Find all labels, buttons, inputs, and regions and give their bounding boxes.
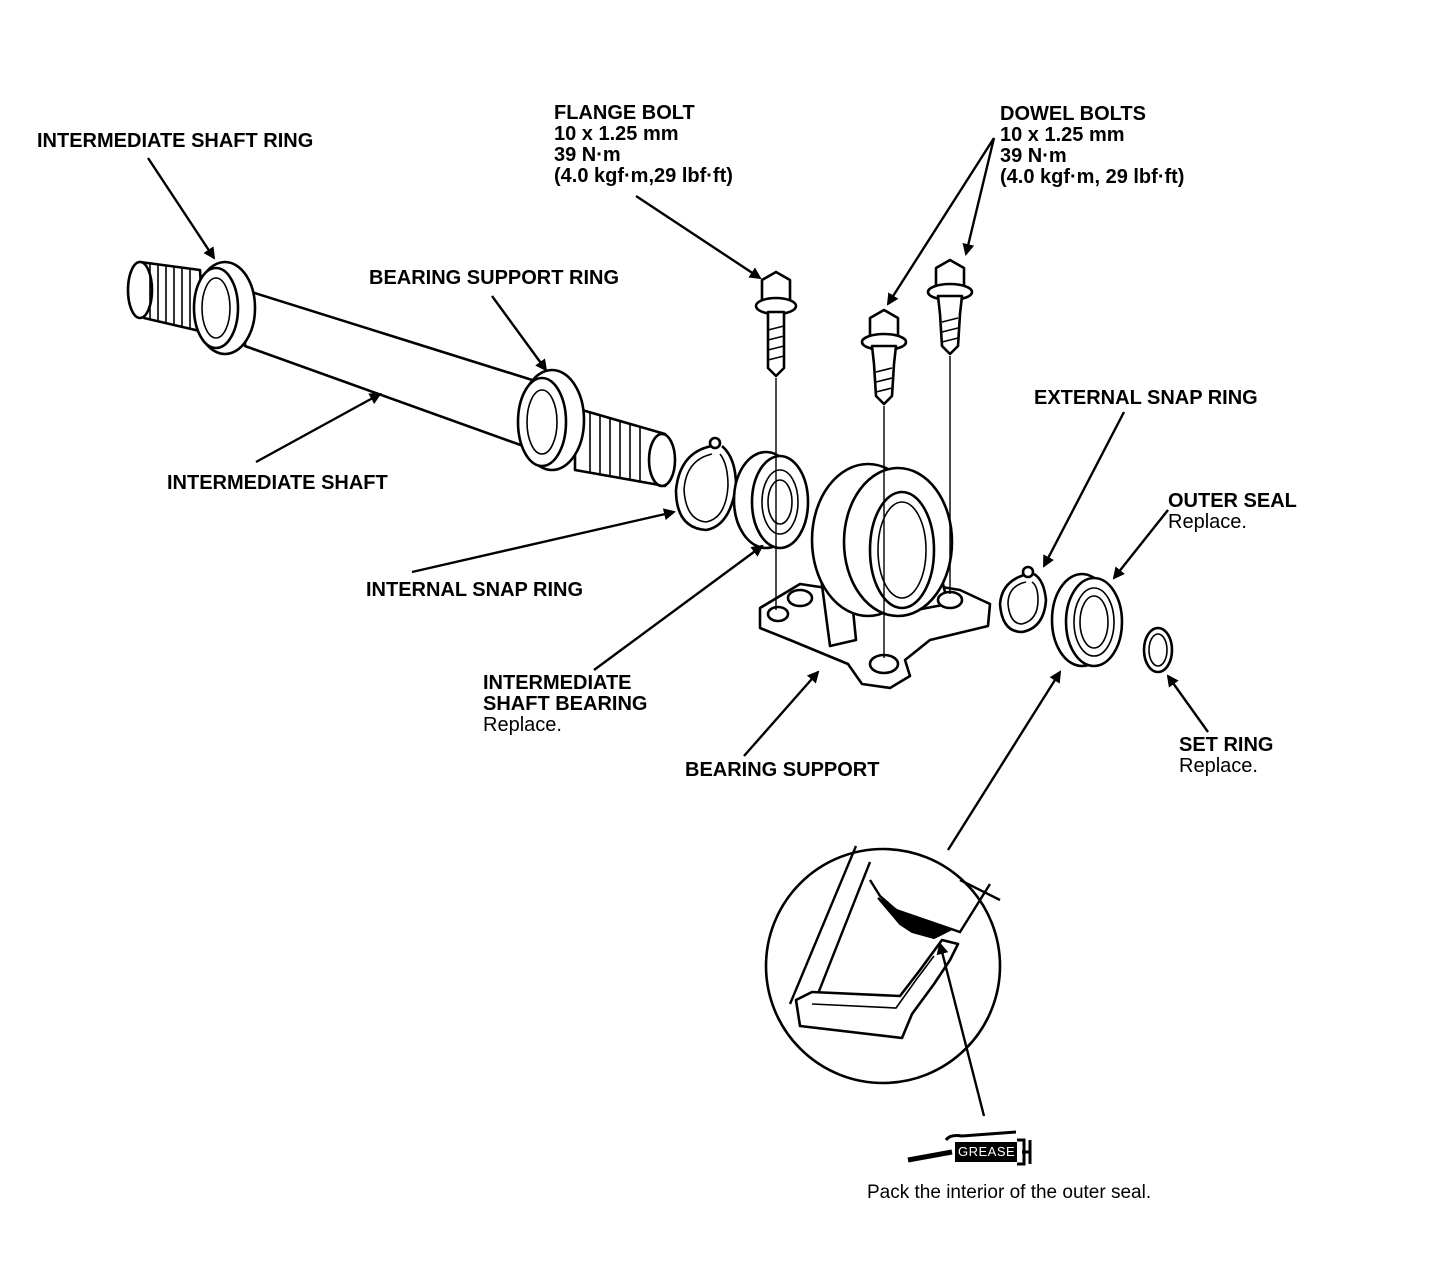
leader-external-snap-ring (1042, 411, 1126, 568)
grease-tag: GREASE (958, 1143, 1015, 1161)
label-intermediate-shaft-bearing: INTERMEDIATE SHAFT BEARING Replace. (483, 673, 647, 736)
leader-internal-snap-ring (411, 508, 676, 574)
bearing-label-note: Replace. (483, 714, 562, 736)
label-set-ring: SET RING Replace. (1179, 735, 1273, 777)
bolt-alignment-lines (775, 356, 951, 658)
grease-tag-text: GREASE (958, 1144, 1016, 1159)
label-bearing-support: BEARING SUPPORT (685, 760, 879, 781)
external-snap-ring (998, 565, 1048, 634)
label-text: INTERMEDIATE SHAFT RING (37, 130, 314, 152)
set-ring (1142, 626, 1174, 674)
label-flange-bolt: FLANGE BOLT 10 x 1.25 mm 39 N·m (4.0 kgf… (554, 103, 733, 187)
leader-flange-bolt (635, 194, 762, 280)
leader-dowel-bolt-rear (962, 137, 996, 256)
dowel-bolts-size: 10 x 1.25 mm (1000, 124, 1125, 146)
seal-detail-magnifier (764, 845, 1002, 1085)
dowel-bolts-torque-alt: (4.0 kgf·m, 29 lbf·ft) (1000, 166, 1185, 188)
label-text: INTERNAL SNAP RING (366, 579, 584, 601)
leader-dowel-bolt-front (886, 137, 996, 306)
flange-bolt-size: 10 x 1.25 mm (554, 123, 679, 145)
bearing-support (758, 462, 992, 690)
dowel-bolt-rear (926, 258, 974, 356)
grease-instruction: Pack the interior of the outer seal. (867, 1182, 1151, 1203)
bearing-label-line2: SHAFT BEARING (483, 693, 648, 715)
leader-lines (146, 137, 1209, 1117)
leader-outer-seal (1112, 509, 1169, 580)
label-text: BEARING SUPPORT RING (369, 267, 620, 289)
label-internal-snap-ring: INTERNAL SNAP RING (366, 580, 583, 601)
flange-bolt-torque-alt: (4.0 kgf·m,29 lbf·ft) (554, 165, 733, 187)
grease-gun-icon (907, 1130, 1032, 1166)
flange-bolt-torque: 39 N·m (554, 144, 621, 166)
leader-intermediate-shaft (255, 392, 382, 464)
internal-snap-ring (674, 436, 738, 532)
flange-bolt (754, 270, 798, 378)
leader-set-ring (1166, 674, 1209, 733)
bearing-label-line1: INTERMEDIATE (483, 672, 632, 694)
intermediate-shaft-bearing (732, 450, 810, 550)
label-bearing-support-ring: BEARING SUPPORT RING (369, 268, 619, 289)
leader-intermediate-shaft-bearing (593, 544, 764, 671)
leader-bearing-support (743, 670, 820, 757)
outer-seal (1050, 572, 1124, 668)
leader-bearing-support-ring (491, 295, 548, 372)
label-text: BEARING SUPPORT (685, 759, 880, 781)
grease-instruction-text: Pack the interior of the outer seal. (867, 1182, 1152, 1203)
label-intermediate-shaft: INTERMEDIATE SHAFT (167, 473, 388, 494)
bearing-support-ring (516, 368, 586, 472)
leader-grease-point (936, 942, 986, 1117)
label-external-snap-ring: EXTERNAL SNAP RING (1034, 388, 1258, 409)
dowel-bolts-torque: 39 N·m (1000, 145, 1067, 167)
set-ring-note: Replace. (1179, 755, 1258, 777)
label-dowel-bolts: DOWEL BOLTS 10 x 1.25 mm 39 N·m (4.0 kgf… (1000, 104, 1184, 188)
dowel-bolts-name: DOWEL BOLTS (1000, 103, 1146, 125)
label-text: INTERMEDIATE SHAFT (167, 472, 388, 494)
label-text: EXTERNAL SNAP RING (1034, 387, 1258, 409)
set-ring-name: SET RING (1179, 734, 1274, 756)
leader-intermediate-shaft-ring (146, 157, 216, 260)
flange-bolt-name: FLANGE BOLT (554, 102, 695, 124)
outer-seal-name: OUTER SEAL (1168, 490, 1297, 512)
label-intermediate-shaft-ring: INTERMEDIATE SHAFT RING (37, 131, 313, 152)
intermediate-shaft-ring (192, 260, 257, 356)
leader-detail-to-seal (946, 670, 1062, 851)
dowel-bolt-front (860, 308, 908, 406)
outer-seal-note: Replace. (1168, 511, 1247, 533)
label-outer-seal: OUTER SEAL Replace. (1168, 491, 1297, 533)
